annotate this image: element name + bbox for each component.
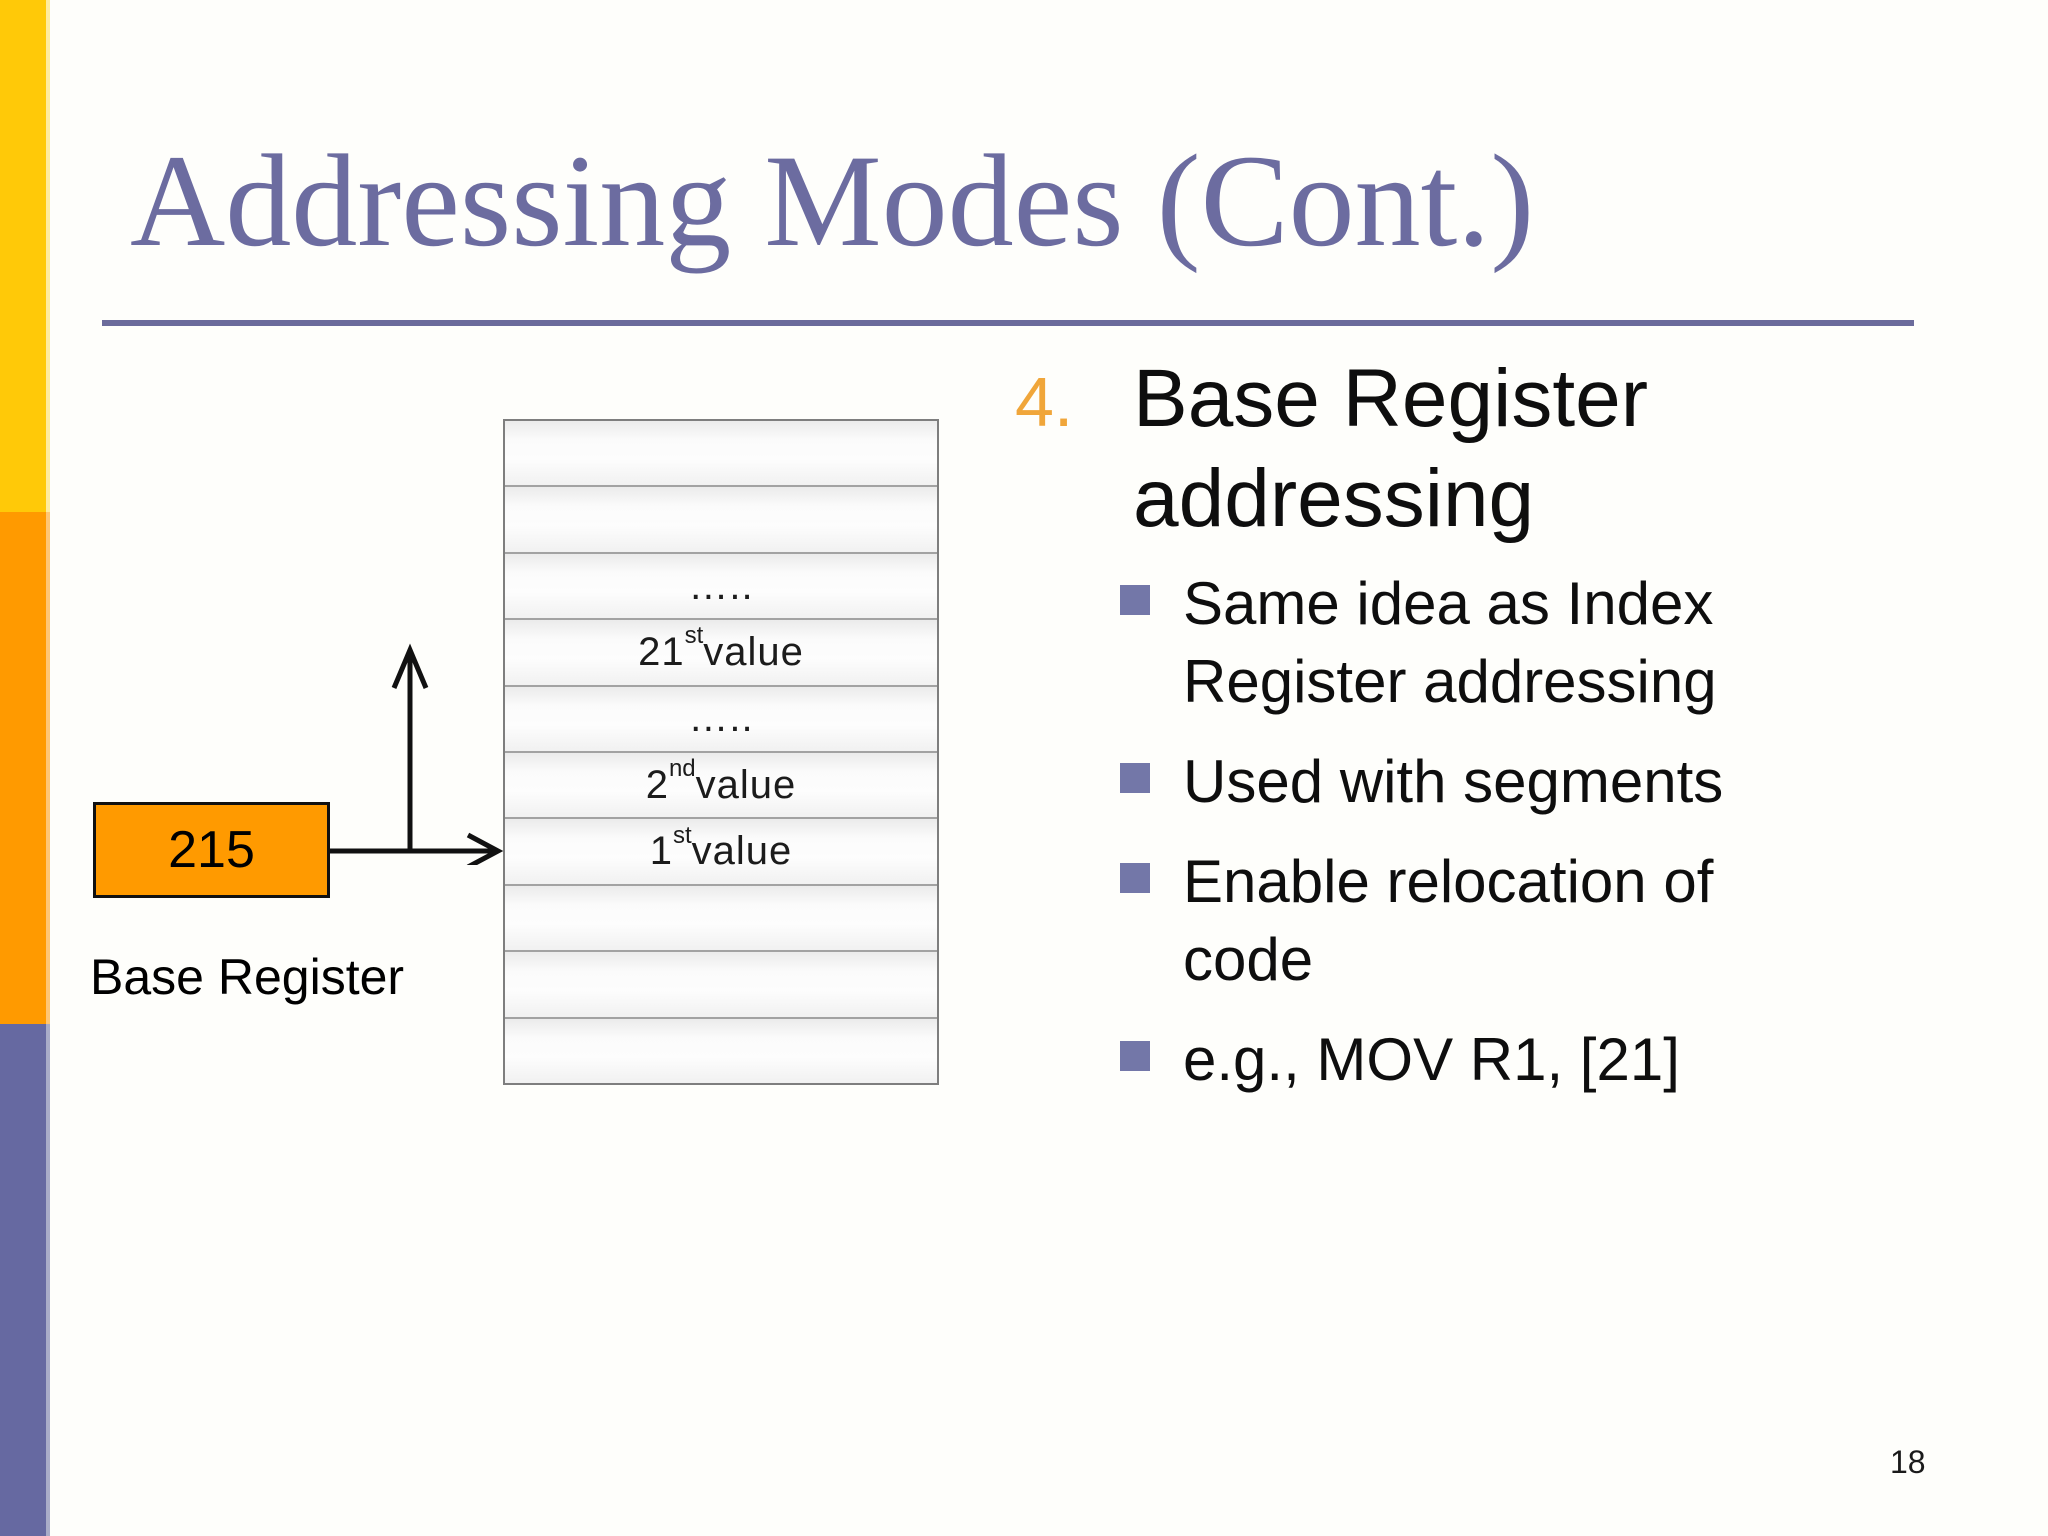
bullet-text: Used with segments (1183, 748, 1724, 815)
row-text: 21 (638, 629, 685, 674)
memory-row (505, 421, 937, 486)
item-number-marker: 4. (1015, 363, 1074, 441)
base-register-value: 215 (168, 821, 255, 879)
bullet-list: Same idea as Index Register addressing U… (1120, 565, 1880, 1121)
bullet-square-icon (1120, 863, 1150, 893)
title-rule (102, 320, 1914, 326)
sidebar-color-bar (0, 0, 50, 1536)
bullet-item: e.g., MOV R1, [21] (1120, 1021, 1880, 1099)
row-text: ….. (688, 696, 754, 741)
bullet-text: Enable relocation of code (1183, 848, 1714, 993)
sidebar-band-orange (0, 512, 50, 1024)
bullet-item: Same idea as Index Register addressing (1120, 565, 1880, 721)
bullet-text: e.g., MOV R1, [21] (1183, 1026, 1680, 1093)
bullet-text: Same idea as Index Register addressing (1183, 570, 1717, 715)
bullet-item: Used with segments (1120, 743, 1880, 821)
memory-row: ….. (505, 684, 937, 752)
address-pointer-arrows (328, 643, 504, 865)
row-text: value (691, 829, 793, 874)
row-text: 1 (649, 829, 673, 874)
numbered-list-item: 4. Base Register addressing (1015, 349, 1875, 549)
row-ordinal-suffix: st (672, 821, 692, 849)
memory-row (505, 1016, 937, 1084)
row-ordinal-suffix: st (684, 622, 704, 650)
row-ordinal-suffix: nd (668, 755, 696, 783)
base-register-box: 215 (93, 802, 330, 898)
bullet-square-icon (1120, 763, 1150, 793)
memory-row: ….. (505, 551, 937, 619)
sidebar-band-purple (0, 1024, 50, 1536)
row-text: ….. (688, 563, 754, 608)
memory-row (505, 950, 937, 1017)
base-register-label: Base Register (90, 949, 405, 1005)
row-text: 2 (645, 762, 669, 807)
memory-row (505, 883, 937, 951)
page-title: Addressing Modes (Cont.) (130, 127, 1535, 274)
row-text: value (703, 629, 804, 674)
item-title-text: Base Register addressing (1133, 353, 1649, 544)
bullet-square-icon (1120, 585, 1150, 615)
bullet-square-icon (1120, 1041, 1150, 1071)
sidebar-band-yellow (0, 0, 50, 512)
row-text: value (695, 762, 797, 807)
bullet-item: Enable relocation of code (1120, 843, 1880, 999)
memory-row (505, 485, 937, 552)
page-number: 18 (1890, 1444, 1926, 1480)
